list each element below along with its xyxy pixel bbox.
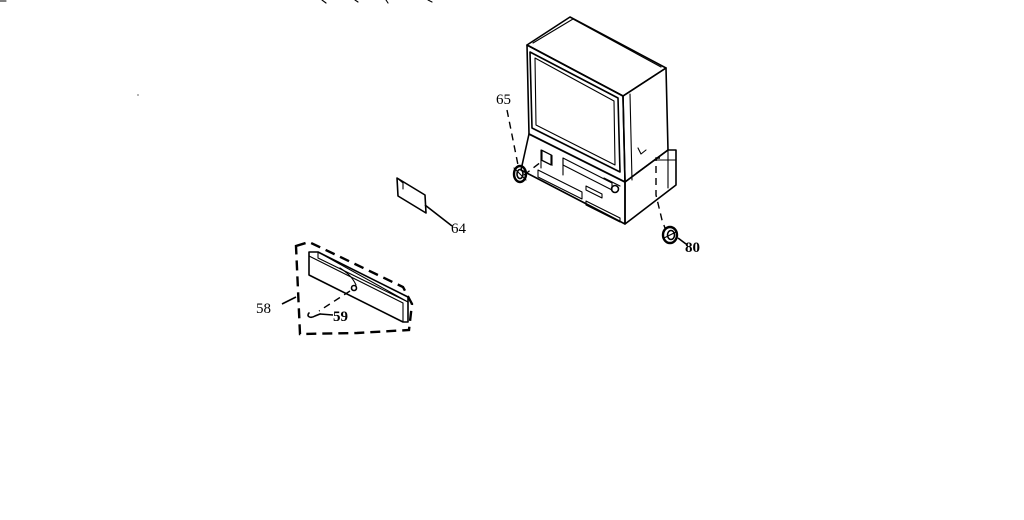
- part-58-door-assembly: [281, 240, 414, 336]
- callout-80: 80: [685, 240, 700, 256]
- top-edge-marks: [0, 0, 433, 96]
- part-64-plate: [396, 177, 453, 227]
- part-59-spring: [307, 312, 334, 319]
- tv-cabinet: [520, 16, 677, 225]
- callout-58: 58: [256, 301, 271, 317]
- callout-59: 59: [333, 309, 348, 325]
- part-65-knob: [506, 109, 542, 184]
- callout-64: 64: [451, 221, 467, 237]
- callout-65: 65: [496, 92, 511, 108]
- part-80-knob: [655, 157, 687, 245]
